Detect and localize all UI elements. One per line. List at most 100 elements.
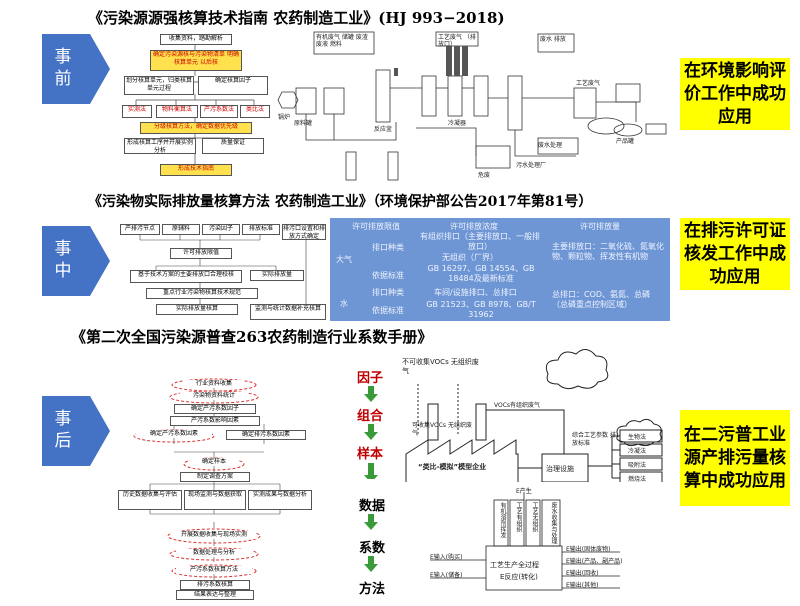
stage-before-label: 事前	[54, 47, 72, 89]
application-permit: 在排污许可证核发工作中成功应用	[680, 218, 790, 290]
balance-output-product: E输出(产品、副产品)	[566, 558, 623, 565]
voc-label-fugitive-collected: 可收集VOCs 无组织废气	[412, 422, 472, 437]
process-label-product: 产品罐	[616, 138, 635, 145]
keyword-arrow-4	[364, 514, 378, 530]
keyword-combination: 组合	[357, 409, 384, 424]
guide-step-case: 形成核算工序并开展实例分析	[124, 138, 196, 154]
keyword-method: 方法	[359, 582, 386, 597]
flowchart-guide: 收集资料，踏勘解析 确定污染源核与污染物清单 明确核算单元 以后核 划分核算单元…	[120, 30, 270, 190]
coef-step-field: 现场监测与数据获取	[184, 490, 246, 510]
balance-center-reaction: E反应(转化)	[500, 573, 538, 581]
coef-step-process: 数据处理与分析	[176, 549, 252, 557]
balance-vertical-1: 有机溶剂挥发	[499, 502, 506, 538]
coef-step-method: 产污系数核算方法	[176, 566, 252, 574]
coef-step-discharge-calc: 排污系数核算	[180, 580, 250, 590]
process-label-raw-tank: 原料罐	[294, 120, 313, 127]
process-label-wastewater: 废水 排放	[540, 36, 566, 43]
keyword-coefficient: 系数	[359, 541, 386, 556]
guide-step-confirm: 确定污染源核与污染物清单 明确核算单元 以后核	[150, 50, 242, 71]
voc-label-fugitive-uncollected: 不可收集VOCs 无组织废气	[402, 358, 479, 375]
title-coefficient-handbook: 《第二次全国污染源普查263农药制造行业系数手册》	[71, 328, 433, 346]
table-row-water-outlet: 排口种类	[372, 288, 404, 297]
process-label-wwtp: 污水处理厂	[516, 162, 547, 169]
keyword-data: 数据	[359, 499, 386, 514]
process-label-reactor: 反应釜	[374, 126, 393, 133]
balance-top: E产生	[516, 488, 532, 495]
guide-method-analogy: 类比法	[240, 105, 270, 118]
coef-step-gather: 开展数据收集与现场实测	[172, 531, 256, 539]
table-row-air-standard-value: GB 16297、GB 14554、GB 18484及最新标准	[427, 264, 535, 283]
coef-step-stat: 污染物资料统计	[180, 392, 248, 400]
stage-during-label: 事中	[54, 239, 72, 281]
table-row-air-outlet: 排口种类	[372, 243, 404, 252]
process-label-organic: 有机废气 储罐 废渣 废液 燃料	[316, 34, 368, 48]
coef-step-factor: 确定产污系数因子	[174, 404, 256, 414]
voc-label-parameters: 综合工艺参数 排放标准	[572, 432, 616, 447]
table-row-air-fugitive-value: 无组织（厂界）	[442, 253, 498, 262]
stage-after-arrow	[42, 396, 110, 466]
balance-vertical-2: 工艺有组织	[515, 502, 522, 532]
permit-node-actual: 实际排放量	[250, 270, 304, 281]
keyword-arrow-5	[364, 556, 378, 572]
process-label-gas: 工艺废气	[576, 80, 601, 87]
process-label-hazardous: 危废	[478, 172, 491, 179]
coef-step-sample: 确定样本	[190, 458, 238, 466]
permit-node-supplement: 监测与统计数据补充核算	[250, 304, 326, 320]
voc-label-model-enterprise: “类比-模拟”模型企业	[418, 463, 487, 471]
application-eia: 在环境影响评价工作中成功应用	[680, 58, 790, 130]
coef-step-influence: 产污系数影响因素	[170, 416, 260, 426]
keyword-arrow-3	[364, 463, 378, 479]
balance-output-other: E输出(其他)	[566, 582, 599, 589]
application-permit-text: 在排污许可证核发工作中成功应用	[684, 220, 786, 287]
balance-output-recycle: E输出(回收)	[566, 570, 599, 577]
keyword-factor: 因子	[357, 371, 384, 386]
table-category-air: 大气	[336, 255, 352, 264]
guide-method-coefficient: 产污系数法	[200, 105, 238, 118]
permit-node-source: 产排污节点	[120, 224, 160, 235]
permit-node-material: 原辅料	[162, 224, 200, 235]
table-category-water: 水	[340, 299, 348, 308]
application-census-text: 在二污普工业源产排污量核算中成功应用	[684, 424, 786, 491]
voc-model-drawing	[405, 349, 663, 482]
table-row-air-quantity: 主要排放口：二氧化硫、氮氧化物、颗粒物、挥发性有机物	[552, 242, 664, 261]
table-row-air-outlet-value: 有组织排口（主要排放口、一般排放口）	[420, 232, 540, 251]
coef-step-produce: 确定产污系数因素	[136, 430, 212, 438]
guide-step-divide: 划分核算单元，归类核算单元过程	[124, 76, 194, 95]
title-emission-method: 《污染物实际排放量核算方法 农药制造工业》（环境保护部公告2017年第81号）	[88, 194, 593, 210]
mass-balance-drawing	[430, 492, 620, 591]
keyword-arrow-1	[364, 386, 378, 402]
table-row-air-standard: 依据标准	[372, 271, 404, 280]
guide-method-measure: 实测法	[122, 105, 152, 118]
guide-step-factor: 确定核算因子	[198, 76, 268, 95]
voc-label-treatment: 治理设施	[546, 465, 574, 473]
flowchart-coefficient-connectors	[133, 378, 281, 580]
guide-step-collect: 收集资料，踏勘解析	[160, 34, 232, 45]
coef-step-collect: 行业资料收集	[184, 380, 244, 388]
stage-before-arrow	[42, 34, 110, 104]
balance-output-waste: E输出(固体废物)	[566, 546, 611, 553]
coef-step-discharge: 确定排污系数因素	[226, 430, 306, 440]
table-row-water-outlet-value: 车间/设施排口、总排口	[434, 288, 517, 297]
balance-input-stock: E输入(储备)	[430, 572, 463, 579]
stage-during-arrow	[42, 226, 110, 296]
process-diagram-drawing	[277, 31, 667, 181]
coef-step-result: 实测成果与数据分析	[248, 490, 312, 510]
coef-step-plan: 制定调查方案	[180, 472, 250, 482]
title-technical-guide: 《污染源源强核算技术指南 农药制造工业》(HJ 993−2018)	[88, 9, 505, 27]
table-header-quantity: 许可排放量	[580, 222, 620, 231]
guide-method-material: 物料衡算法	[156, 105, 198, 118]
guide-step-priority: 分级核算方法，确定数据优先级	[140, 122, 252, 134]
permit-limit-table: 许可排放限值 许可排放浓度 许可排放量 大气 水 排口种类 有组织排口（主要排放…	[330, 218, 670, 321]
table-row-water-quantity: 总排口：COD、氨氮、总磷（总磷重点控制区域）	[552, 290, 651, 309]
balance-vertical-3: 工艺无组织	[531, 502, 538, 532]
process-label-process-gas: 工艺废气 （排放口）	[438, 34, 476, 48]
keyword-sample: 样本	[357, 447, 384, 462]
voc-method-condense: 冷凝法	[628, 448, 647, 455]
balance-vertical-4: 废水收集与处理	[550, 502, 557, 544]
mass-balance-diagram: E产生 有机溶剂挥发 工艺有组织 工艺无组织 废水收集与处理 工艺生产全过程 E…	[420, 486, 674, 604]
balance-center-process: 工艺生产全过程	[490, 561, 539, 569]
flowchart-permit-connectors	[139, 234, 307, 304]
table-header-limit: 许可排放限值	[352, 222, 400, 231]
flowchart-permit: 产排污节点 原辅料 污染因子 排放标准 排污口设置和排放方式确定 许可排放限值 …	[116, 220, 326, 320]
process-label-boiler: 锅炉	[278, 114, 291, 121]
